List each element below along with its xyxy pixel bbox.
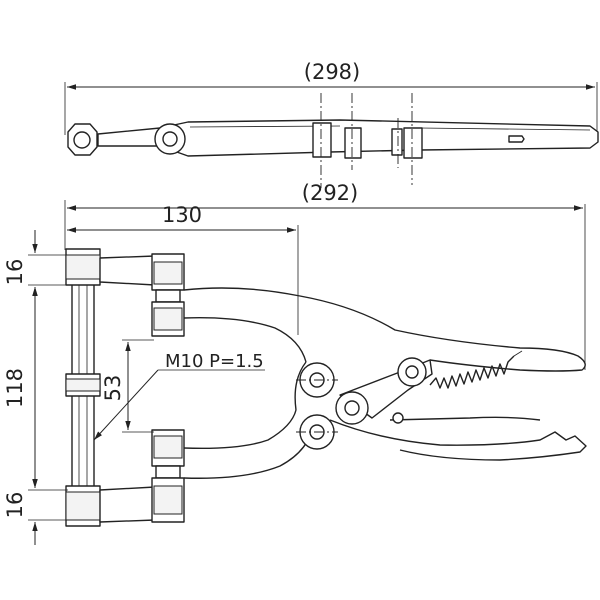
lower-jaw-arm-outer [183, 421, 315, 479]
dimension-label-118: 118 [3, 368, 27, 408]
nut-block-4 [403, 127, 423, 159]
lower-pad-face [153, 485, 183, 515]
upper-jaw-arm-outer [183, 287, 586, 372]
release-pin [392, 412, 404, 424]
upper-spindle-nut-face [153, 307, 183, 331]
thread-callout-label: M10 P=1.5 [165, 351, 264, 372]
upper-jaw-arm-inner [183, 317, 307, 363]
dimension-label-53: 53 [101, 375, 125, 402]
pivot-toggle-pin [344, 400, 360, 416]
release-lever [389, 416, 541, 421]
spring-hook [513, 350, 523, 357]
upper-spindle [155, 289, 181, 303]
middle-nut-face [65, 378, 101, 392]
arm-slot [508, 135, 525, 143]
front-view: 130 [3, 200, 587, 545]
lower-jaw-arm-inner [183, 409, 297, 450]
lower-spindle-nut-face [153, 435, 183, 459]
top-view: (298) (292) [64, 60, 599, 205]
pivot-eye-bore [162, 131, 178, 147]
lower-link [99, 486, 156, 523]
bottom-end-nut-face [65, 491, 101, 521]
dimension-label-16-top: 16 [3, 259, 27, 286]
top-end-nut-face [65, 254, 101, 280]
pivot-handle-pin [405, 365, 419, 379]
upper-link [99, 255, 156, 286]
nut-block-3 [391, 128, 403, 156]
arm-edge-line-2 [419, 127, 591, 131]
dimension-label-16-bottom: 16 [3, 492, 27, 519]
lower-spindle [155, 465, 181, 479]
upper-pad-face [153, 261, 183, 285]
lower-handle [329, 419, 587, 461]
return-spring [429, 355, 515, 389]
dimension-label-292: (292) [302, 181, 358, 205]
dimension-label-298: (298) [304, 60, 360, 84]
jaw-throat [294, 361, 307, 411]
thread-callout-leader [93, 369, 159, 441]
nut-block-2 [344, 127, 362, 159]
end-nut-bore [73, 131, 91, 149]
dimension-label-130: 130 [162, 203, 202, 227]
nut-block-1 [312, 122, 332, 158]
